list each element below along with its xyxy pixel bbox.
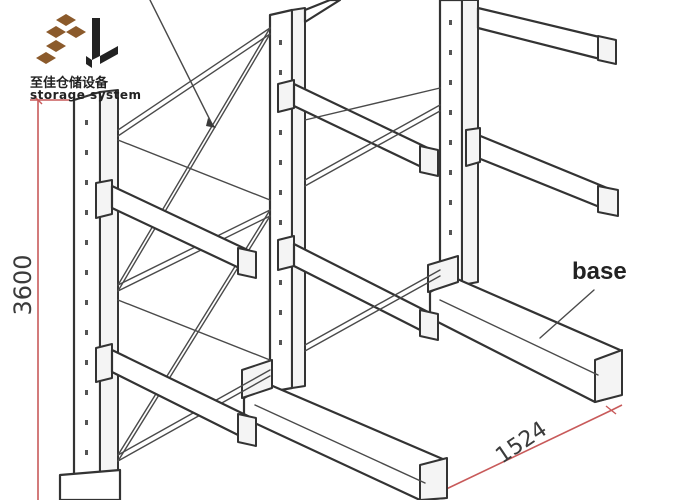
- logo-chinese-text: 至佳仓储设备: [30, 76, 109, 91]
- base-middle: [241, 359, 448, 500]
- arm-middle-lower: [277, 235, 439, 341]
- arm-middle-upper: [277, 79, 439, 177]
- height-dimension-label: 3600: [9, 254, 37, 316]
- arm-front-upper: [95, 179, 257, 279]
- middle-column: [268, 7, 306, 394]
- front-column: [72, 89, 119, 500]
- logo-mark-icon: [36, 14, 118, 68]
- arm-front-lower: [95, 343, 257, 447]
- arm-right-top: [476, 6, 617, 65]
- front-column-foot: [58, 468, 122, 500]
- arm-right-middle: [465, 127, 619, 217]
- bracing-middle-right: [304, 87, 441, 352]
- leader-line-bracing: [149, 0, 216, 128]
- column-holes: [449, 20, 452, 235]
- base-right: [427, 255, 623, 404]
- arm-middle-top-stub: [303, 0, 342, 24]
- base-label: base: [572, 258, 627, 285]
- logo-english-text: storage system: [30, 88, 142, 102]
- column-holes: [85, 120, 88, 455]
- base-leader-line: [539, 289, 595, 339]
- height-dimension-line: [30, 95, 70, 500]
